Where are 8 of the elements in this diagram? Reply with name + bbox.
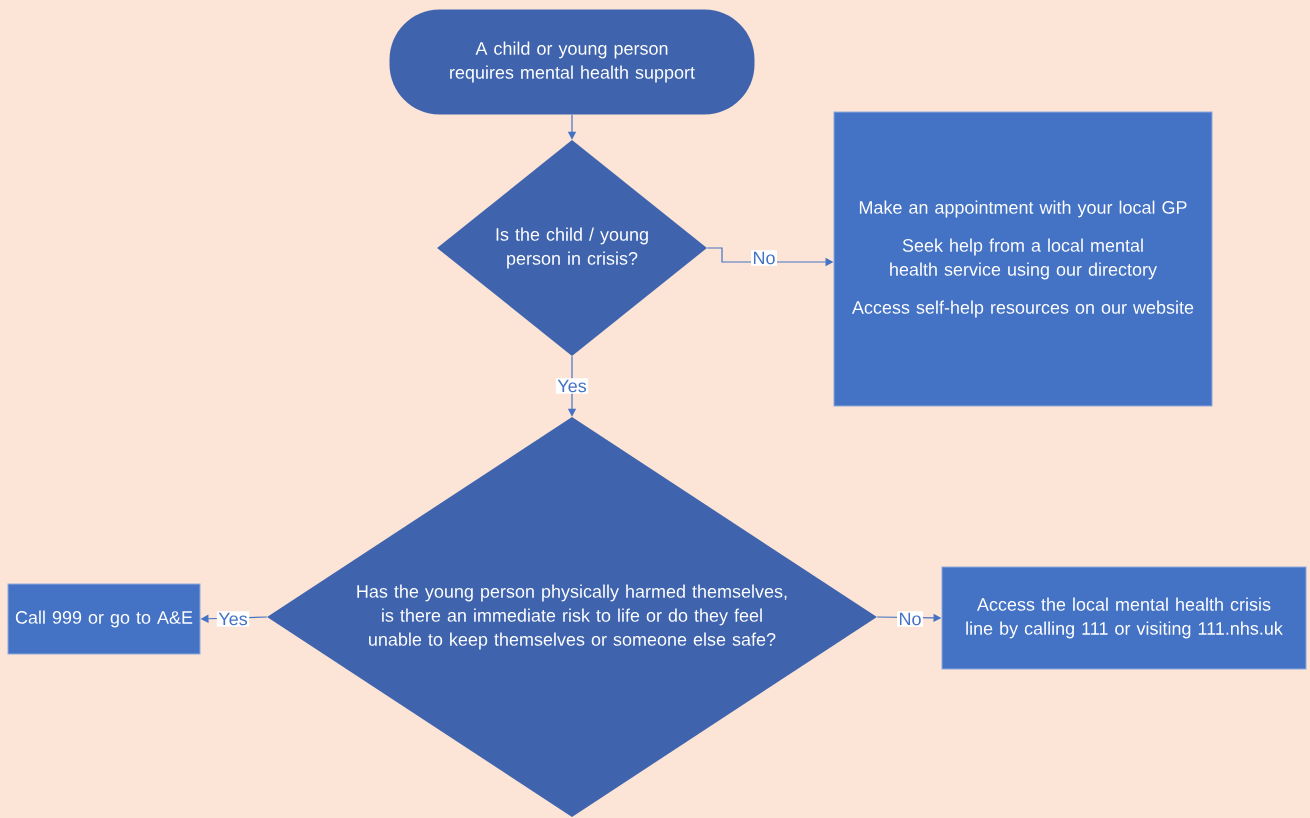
- process-box: Call 999 or go to A&E: [7, 583, 201, 655]
- edge-label: No: [751, 250, 777, 266]
- edge-label: Yes: [555, 378, 589, 394]
- start-terminal: A child or young person requires mental health support: [389, 9, 755, 115]
- process-box: Make an appointment with your local GP Seek help from a local mental health service using our directory Access self-help resources on our website: [833, 111, 1213, 407]
- edge-label: Yes: [216, 611, 250, 627]
- process-box: Access the local mental health crisis line by calling 111 or visiting 111.nhs.uk: [941, 566, 1307, 670]
- edge-label: No: [897, 611, 923, 627]
